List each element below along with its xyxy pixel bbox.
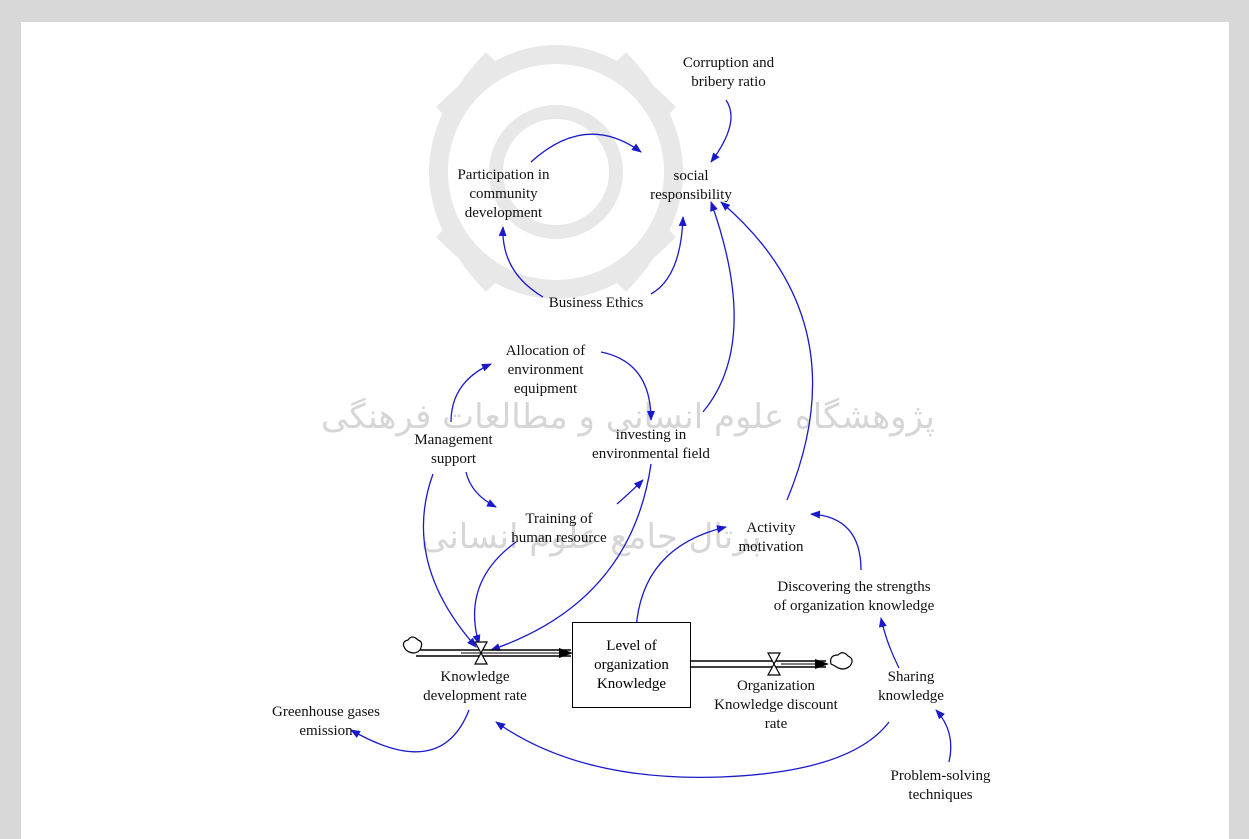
link-level-to-activity: [635, 525, 727, 631]
outflow-pipe: [690, 659, 829, 669]
var-participation-in-community-development: Participation in community development: [457, 167, 550, 221]
var-training-of-human-resource: Training of human resource: [511, 511, 607, 546]
link-training-to-investing: [616, 479, 644, 505]
watermark-line-1: پژوهشگاه علوم انسانی و مطالعات فرهنگی: [321, 397, 935, 437]
link-sharing-to-discovering: [878, 617, 900, 669]
link-investing-to-rate: [490, 463, 652, 651]
var-discovering-the-strengths: Discovering the strengths of organizatio…: [773, 579, 935, 614]
var-business-ethics: Business Ethics: [548, 295, 644, 311]
watermark-emblem: [429, 45, 683, 299]
outflow-sink-cloud: [830, 652, 853, 670]
link-participation-to-social: [530, 133, 642, 163]
var-knowledge-development-rate: Knowledge development rate: [423, 669, 527, 704]
var-social-responsibility: social responsibility: [650, 168, 732, 203]
link-activity-to-social: [720, 201, 814, 501]
link-problem-to-sharing: [935, 709, 952, 763]
causal-loop-diagram: [350, 99, 952, 779]
link-investing-to-social: [702, 201, 735, 413]
link-rate-to-greenhouse: [350, 709, 470, 753]
var-management-support: Management support: [414, 432, 493, 467]
watermark-line-2: پرتال جامع علوم انسانی: [421, 517, 762, 557]
var-organization-knowledge-discount-rate: Organization Knowledge discount rate: [714, 678, 838, 732]
var-sharing-knowledge: Sharing knowledge: [878, 669, 944, 704]
link-training-to-rate: [472, 541, 517, 645]
var-corruption-and-bribery-ratio: Corruption and bribery ratio: [682, 55, 775, 90]
var-activity-motivation: Activity motivation: [738, 520, 804, 555]
inflow-source-cloud: [402, 636, 423, 654]
inflow-pipe: [416, 648, 573, 658]
outflow-valve: [766, 652, 782, 676]
var-investing-in-environmental-field: investing in environmental field: [592, 427, 710, 462]
var-allocation-of-environment-equipment: Allocation of environment equipment: [505, 343, 586, 397]
link-management-to-training: [465, 471, 497, 508]
link-ethics-to-social: [650, 216, 687, 295]
var-problem-solving-techniques: Problem-solving techniques: [890, 768, 991, 803]
diagram-frame: پژوهشگاه علوم انسانی و مطالعات فرهنگی پر…: [21, 22, 1229, 839]
inflow-valve: [473, 641, 489, 665]
link-discovering-to-activity: [810, 510, 862, 571]
var-greenhouse-gases-emission: Greenhouse gases emission: [272, 704, 380, 739]
stock-level-of-organization-knowledge: Level of organization Knowledge: [572, 622, 691, 708]
link-corruption-to-social: [710, 99, 732, 163]
link-sharing-to-rate: [495, 721, 890, 779]
link-management-to-rate: [422, 473, 477, 648]
link-ethics-to-participation: [498, 226, 544, 298]
link-management-to-allocation: [450, 363, 492, 423]
link-allocation-to-investing: [600, 351, 655, 421]
